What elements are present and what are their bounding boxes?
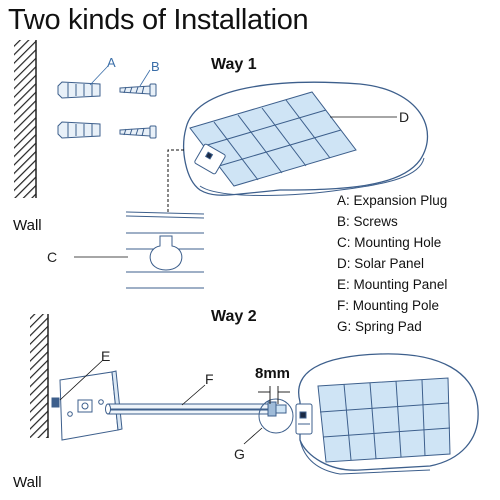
spring-pad-icon (267, 401, 287, 417)
solar-panel-bottom (317, 377, 451, 463)
solar-lamp-top (183, 81, 429, 196)
legend-item: A: Expansion Plug (337, 193, 448, 208)
callout-c: C (47, 249, 58, 265)
led-window-top (194, 143, 226, 175)
legend-item: G: Spring Pad (337, 319, 422, 334)
expansion-plug-icon (57, 81, 101, 139)
wall-hatch-bottom (30, 314, 48, 438)
dimension-marker (258, 386, 290, 404)
legend-item: F: Mounting Pole (337, 298, 440, 313)
dimension-label: 8mm (255, 365, 291, 382)
spring-pad-detail-circle (258, 398, 294, 434)
way1-title: Way 1 (211, 56, 257, 73)
legend-item: B: Screws (337, 214, 398, 229)
screw-icon (119, 83, 157, 139)
page-title: Two kinds of Installation (8, 4, 309, 36)
mounting-hole-icon (125, 211, 205, 289)
led-window-bottom (295, 403, 313, 435)
legend-item: C: Mounting Hole (337, 235, 442, 250)
callout-f: F (205, 371, 214, 387)
solar-lamp-bottom (295, 353, 479, 475)
wall-label-top: Wall (13, 217, 42, 234)
legend: A: Expansion Plug B: Screws C: Mounting … (337, 190, 447, 337)
callout-b: B (151, 59, 160, 74)
wall-hatch-top (14, 40, 36, 198)
way2-title: Way 2 (211, 308, 257, 325)
callout-d: D (399, 109, 410, 125)
callout-a: A (107, 55, 116, 70)
mounting-panel-icon (51, 370, 123, 441)
callout-e: E (101, 348, 111, 364)
mounting-pole-icon (105, 403, 273, 415)
legend-item: E: Mounting Panel (337, 277, 448, 292)
callout-g: G (234, 446, 245, 462)
wall-label-bottom: Wall (13, 474, 42, 491)
legend-item: D: Solar Panel (337, 256, 425, 271)
